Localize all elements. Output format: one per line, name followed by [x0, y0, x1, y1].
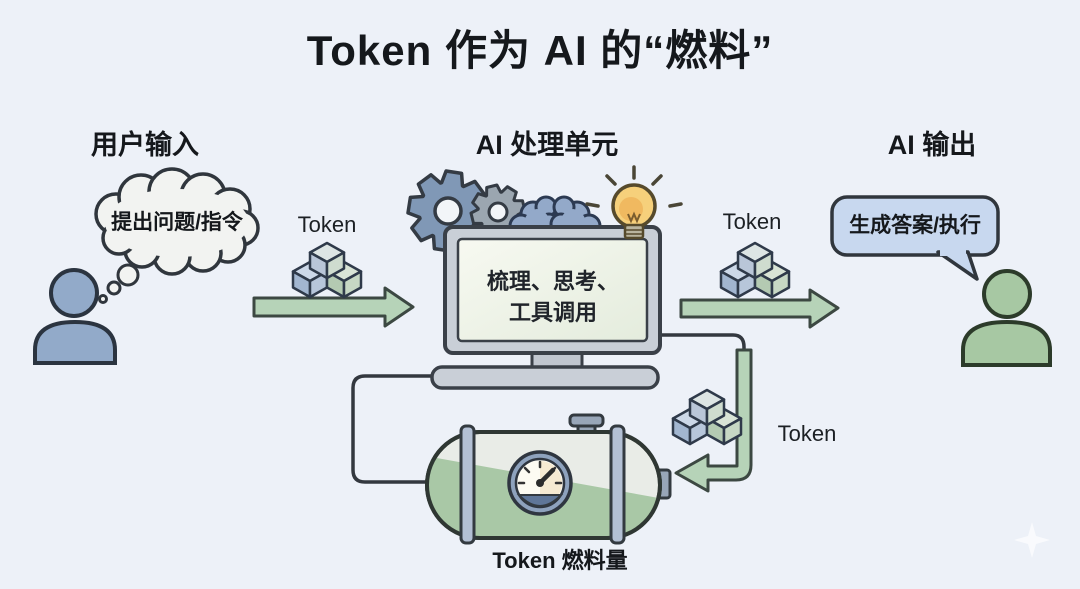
thought-bubble-text: 提出问题/指令	[111, 211, 243, 234]
fuel-gauge-icon	[507, 450, 573, 516]
page-title: Token 作为 AI 的“燃料”	[306, 27, 774, 74]
monitor-screen-text-line2: 工具调用	[508, 300, 597, 325]
token-label-feedback: Token	[777, 421, 837, 446]
speech-bubble-icon	[830, 195, 1000, 281]
monitor-screen-text-line1: 梳理、思考、	[486, 269, 619, 294]
feedback-arrow-icon	[674, 348, 753, 493]
token-label-output: Token	[722, 209, 782, 234]
heading-ai-processing: AI 处理单元	[475, 130, 619, 160]
fuel-tank-label: Token 燃料量	[492, 548, 628, 573]
feedback-pipe-connector-icon	[656, 333, 746, 353]
heading-user-input: 用户输入	[91, 130, 199, 160]
user-figure-icon	[33, 268, 117, 365]
output-arrow-icon	[679, 288, 840, 329]
speech-bubble-text: 生成答案/执行	[849, 214, 981, 237]
return-pipe-icon	[351, 374, 436, 484]
monitor-icon	[430, 225, 662, 390]
token-label-input: Token	[297, 212, 357, 237]
thought-trail-icon	[98, 263, 140, 304]
fuel-tank-icon	[425, 413, 672, 545]
thought-cloud-icon	[94, 167, 260, 276]
lightbulb-icon	[585, 165, 683, 240]
input-arrow-icon	[252, 286, 415, 328]
token-cubes-feedback-icon	[671, 388, 743, 446]
sparkle-watermark-icon	[1014, 522, 1050, 558]
output-figure-icon	[961, 269, 1052, 367]
heading-ai-output: AI 输出	[887, 130, 977, 160]
token-cubes-output-icon	[719, 241, 791, 299]
token-cubes-input-icon	[291, 241, 363, 299]
